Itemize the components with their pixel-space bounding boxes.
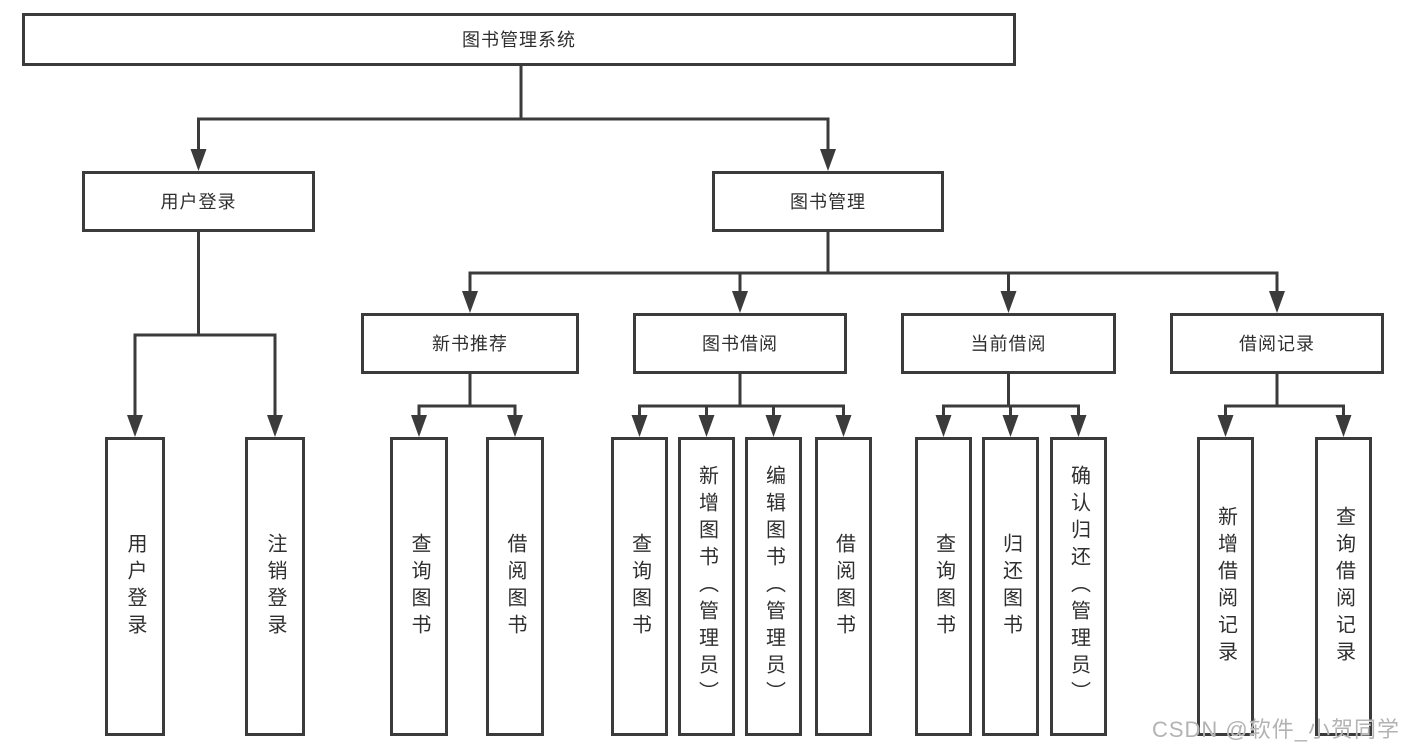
- node-current-borrow: 当前借阅: [901, 313, 1116, 374]
- leaf-return-book: 归还图书: [982, 437, 1039, 736]
- leaf-add-book-admin: 新增图书（管理员）: [678, 437, 735, 736]
- leaf-query-books-2: 查询图书: [611, 437, 668, 736]
- node-user-login: 用户登录: [82, 171, 315, 232]
- connector-book-mgmt-to-sections: [462, 230, 1285, 313]
- node-book-management: 图书管理: [712, 171, 944, 232]
- leaf-query-books-1: 查询图书: [390, 437, 448, 736]
- leaf-add-borrow-record: 新增借阅记录: [1197, 437, 1254, 736]
- node-book-borrow: 图书借阅: [633, 313, 847, 374]
- connector-borrow-records-to-leaves: [1217, 372, 1352, 437]
- leaf-query-books-3: 查询图书: [915, 437, 972, 736]
- node-new-book-recommend: 新书推荐: [361, 313, 579, 374]
- connector-root-to-branches: [190, 64, 836, 171]
- leaf-logout: 注销登录: [245, 437, 305, 736]
- connector-book-borrow-to-leaves: [631, 372, 852, 437]
- connector-current-borrow-to-leaves: [935, 372, 1087, 437]
- leaf-edit-book-admin: 编辑图书（管理员）: [745, 437, 802, 736]
- leaf-borrow-books-2: 借阅图书: [815, 437, 872, 736]
- leaf-confirm-return-admin: 确认归还（管理员）: [1050, 437, 1107, 736]
- leaf-query-borrow-record: 查询借阅记录: [1315, 437, 1372, 736]
- csdn-watermark: CSDN @软件_小贺同学: [1151, 717, 1400, 742]
- node-root-system: 图书管理系统: [22, 13, 1016, 66]
- leaf-borrow-books-1: 借阅图书: [486, 437, 544, 736]
- connector-user-login-to-leaves: [127, 230, 283, 437]
- leaf-user-login: 用户登录: [105, 437, 165, 736]
- node-borrow-records: 借阅记录: [1170, 313, 1384, 374]
- connector-new-books-to-leaves: [411, 372, 523, 437]
